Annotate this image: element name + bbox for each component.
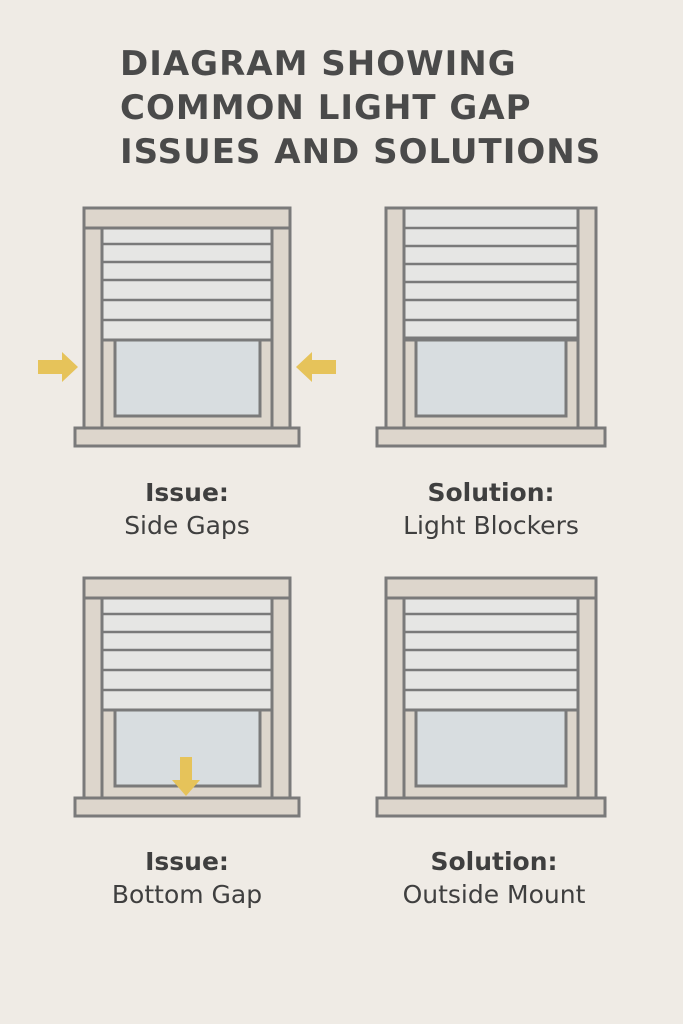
caption-label: Light Blockers xyxy=(403,511,579,540)
diagram-title: DIAGRAM SHOWING COMMON LIGHT GAP ISSUES … xyxy=(120,42,640,174)
roller-shade xyxy=(402,596,580,712)
roller-shade xyxy=(100,226,274,342)
title-line-3: ISSUES AND SOLUTIONS xyxy=(120,132,602,172)
caption-bottom-gap: Issue: Bottom Gap xyxy=(57,845,317,911)
window-outside-mount xyxy=(375,576,607,818)
left-gap-arrow-icon xyxy=(38,352,78,382)
bottom-gap-arrow-icon xyxy=(172,757,200,796)
caption-label: Bottom Gap xyxy=(111,880,263,909)
right-gap-arrow-icon xyxy=(296,352,336,382)
caption-heading: Issue: xyxy=(145,478,229,507)
title-line-1: DIAGRAM SHOWING xyxy=(120,44,517,84)
caption-heading: Solution: xyxy=(430,847,558,876)
caption-heading: Issue: xyxy=(145,847,229,876)
title-line-2: COMMON LIGHT GAP xyxy=(120,88,532,128)
caption-outside-mount: Solution: Outside Mount xyxy=(364,845,624,911)
window-light-blockers xyxy=(375,206,607,448)
window-bottom-gap xyxy=(73,576,301,818)
roller-shade xyxy=(402,206,580,340)
roller-shade xyxy=(100,596,274,712)
window-side-gaps xyxy=(38,206,336,448)
caption-label: Outside Mount xyxy=(402,880,586,909)
caption-heading: Solution: xyxy=(427,478,555,507)
caption-light-blockers: Solution: Light Blockers xyxy=(361,476,621,542)
caption-label: Side Gaps xyxy=(124,511,250,540)
caption-side-gaps: Issue: Side Gaps xyxy=(57,476,317,542)
